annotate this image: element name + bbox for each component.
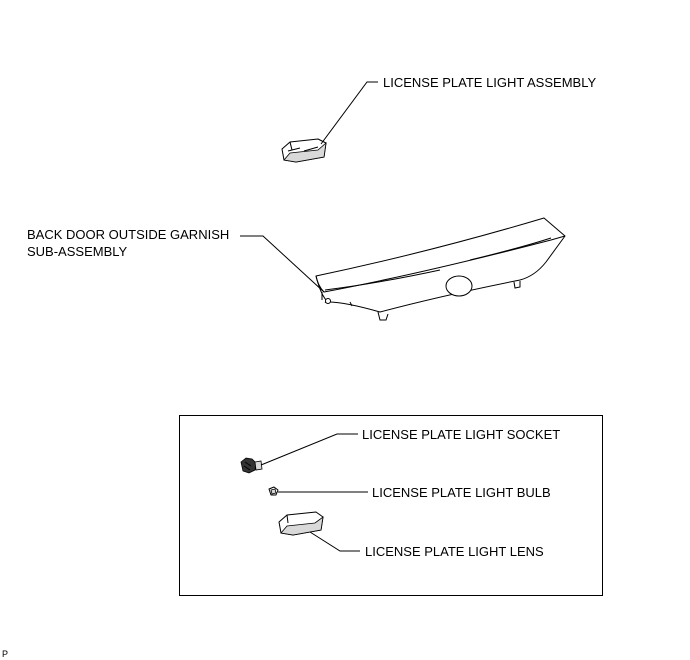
label-back-door-garnish-line1: BACK DOOR OUTSIDE GARNISH [27, 227, 229, 242]
license-plate-light-bulb [268, 486, 279, 496]
label-license-plate-light-bulb: LICENSE PLATE LIGHT BULB [372, 485, 551, 500]
license-plate-light-lens [278, 511, 324, 536]
back-door-outside-garnish [315, 217, 566, 321]
license-plate-light-socket [240, 457, 263, 474]
label-license-plate-light-socket: LICENSE PLATE LIGHT SOCKET [362, 427, 560, 442]
label-back-door-garnish-line2: SUB-ASSEMBLY [27, 244, 128, 259]
label-license-plate-light-assembly: LICENSE PLATE LIGHT ASSEMBLY [383, 75, 596, 90]
corner-mark: P [2, 649, 8, 659]
leader-license-plate-light-socket [260, 433, 358, 466]
license-plate-light-assembly [281, 138, 327, 163]
leader-license-plate-light-lens [309, 531, 360, 552]
components-detail-box [179, 415, 603, 596]
label-license-plate-light-lens: LICENSE PLATE LIGHT LENS [365, 544, 544, 559]
leader-back-door-garnish [240, 235, 325, 293]
leader-license-plate-light-assembly [320, 81, 378, 145]
